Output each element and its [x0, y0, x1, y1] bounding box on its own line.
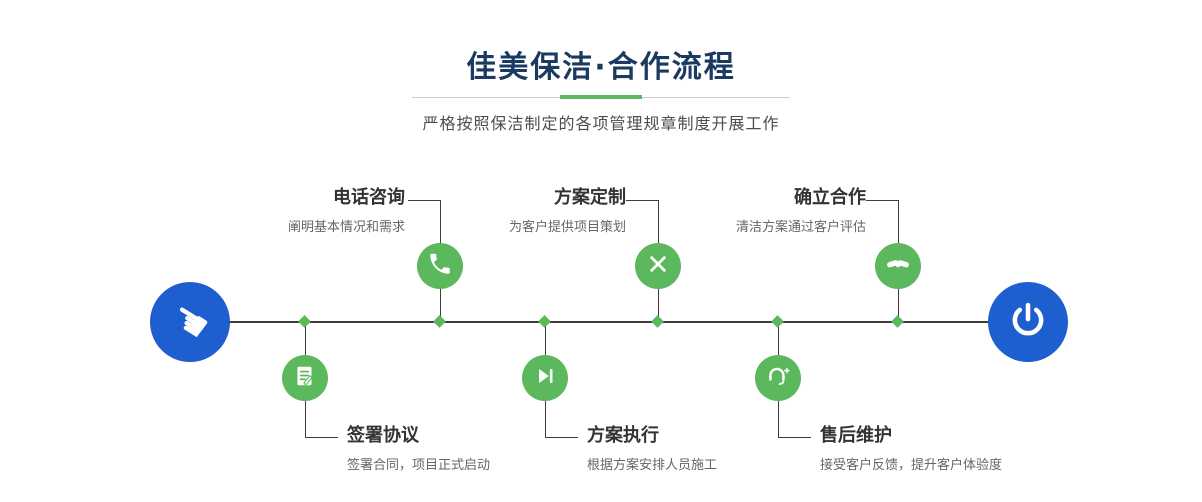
timeline-node	[771, 315, 784, 328]
step-desc: 阐明基本情况和需求	[287, 220, 405, 235]
timeline-node	[298, 315, 311, 328]
step-label-sign-agreement: 签署协议 签署合同，项目正式启动	[347, 424, 490, 475]
end-circle	[988, 282, 1068, 362]
title-divider-accent	[560, 95, 642, 99]
contract-icon	[292, 363, 318, 393]
power-icon	[1007, 299, 1049, 345]
step-title: 确立合作	[794, 187, 866, 208]
step-circle-contract	[282, 355, 328, 401]
step-label-plan-custom: 方案定制 为客户提供项目策划	[509, 186, 626, 237]
step-title: 售后维护	[820, 425, 892, 446]
step-circle-support	[755, 355, 801, 401]
timeline-node	[891, 315, 904, 328]
start-circle: ☚	[150, 282, 230, 362]
support-headset-icon	[765, 363, 791, 393]
timeline-node	[433, 315, 446, 328]
step-circle-phone	[417, 243, 463, 289]
handshake-icon	[884, 250, 912, 282]
connector-line	[778, 437, 811, 438]
step-circle-handshake	[875, 243, 921, 289]
connector-line	[545, 437, 578, 438]
phone-icon	[427, 251, 453, 281]
execute-icon	[532, 363, 558, 393]
step-title: 方案定制	[554, 187, 626, 208]
connector-line	[866, 200, 899, 201]
step-desc: 清洁方案通过客户评估	[735, 220, 866, 235]
timeline-line	[190, 321, 1030, 323]
pointing-hand-icon: ☚	[161, 290, 220, 353]
step-label-establish-cooperation: 确立合作 清洁方案通过客户评估	[736, 186, 866, 237]
page-subtitle: 严格按照保洁制定的各项管理规章制度开展工作	[422, 114, 780, 133]
step-circle-execute	[522, 355, 568, 401]
step-desc: 为客户提供项目策划	[508, 220, 626, 235]
step-title: 方案执行	[587, 425, 659, 446]
connector-line	[408, 200, 441, 201]
timeline-node	[651, 315, 664, 328]
step-label-phone-consult: 电话咨询 阐明基本情况和需求	[288, 186, 405, 237]
connector-line	[626, 200, 659, 201]
step-title: 签署协议	[347, 425, 419, 446]
step-desc: 签署合同，项目正式启动	[347, 458, 491, 473]
step-circle-design	[635, 243, 681, 289]
timeline-node	[538, 315, 551, 328]
step-desc: 根据方案安排人员施工	[587, 458, 718, 473]
step-title: 电话咨询	[333, 187, 405, 208]
step-desc: 接受客户反馈，提升客户体验度	[820, 458, 1003, 473]
page-title: 佳美保洁·合作流程	[466, 50, 736, 85]
design-tools-icon	[645, 251, 671, 281]
step-label-after-sales: 售后维护 接受客户反馈，提升客户体验度	[820, 424, 1002, 475]
step-label-plan-execute: 方案执行 根据方案安排人员施工	[587, 424, 717, 475]
connector-line	[305, 437, 338, 438]
